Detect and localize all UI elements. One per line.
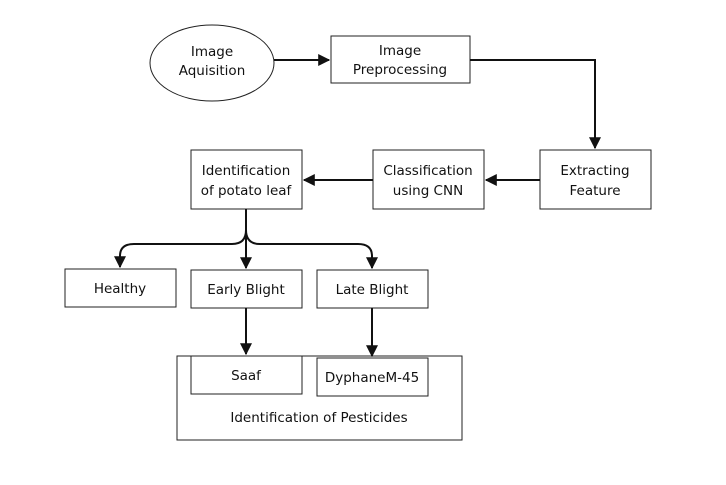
node-extracting-feature: Extracting Feature (539, 149, 652, 210)
node-late-blight-label: Late Blight (336, 282, 409, 298)
node-pesticides-label: Identification of Pesticides (230, 410, 407, 426)
node-image-preprocessing-line-1: Image (379, 43, 421, 59)
node-image-preprocessing: Image Preprocessing (330, 35, 471, 84)
node-dyphane: DyphaneM-45 (316, 357, 429, 397)
node-identification-leaf-line-1: Identification (202, 163, 291, 179)
node-saaf-label: Saaf (231, 368, 262, 384)
node-image-acquisition: Image Aquisition (149, 24, 275, 102)
node-healthy: Healthy (64, 268, 177, 308)
node-extracting-feature-line-1: Extracting (560, 163, 629, 179)
node-image-acquisition-line-2: Aquisition (179, 63, 246, 79)
node-identification-leaf: Identification of potato leaf (190, 149, 303, 210)
edge-identification-to-healthy (114, 209, 247, 269)
node-early-blight: Early Blight (190, 269, 303, 309)
node-healthy-label: Healthy (94, 281, 146, 297)
node-extracting-feature-line-2: Feature (569, 183, 620, 199)
edge-preprocessing-to-extracting (470, 59, 601, 150)
edge-identification-to-late-blight (245, 229, 378, 270)
node-early-blight-label: Early Blight (207, 282, 285, 298)
node-classification-line-1: Classification (383, 163, 472, 179)
node-identification-leaf-line-2: of potato leaf (201, 183, 293, 199)
node-dyphane-label: DyphaneM-45 (325, 370, 419, 386)
node-classification: Classification using CNN (372, 149, 485, 210)
node-classification-line-2: using CNN (393, 183, 463, 199)
node-saaf: Saaf (190, 355, 303, 395)
node-image-preprocessing-line-2: Preprocessing (353, 62, 447, 78)
node-late-blight: Late Blight (316, 269, 429, 309)
node-image-acquisition-line-1: Image (191, 44, 233, 60)
